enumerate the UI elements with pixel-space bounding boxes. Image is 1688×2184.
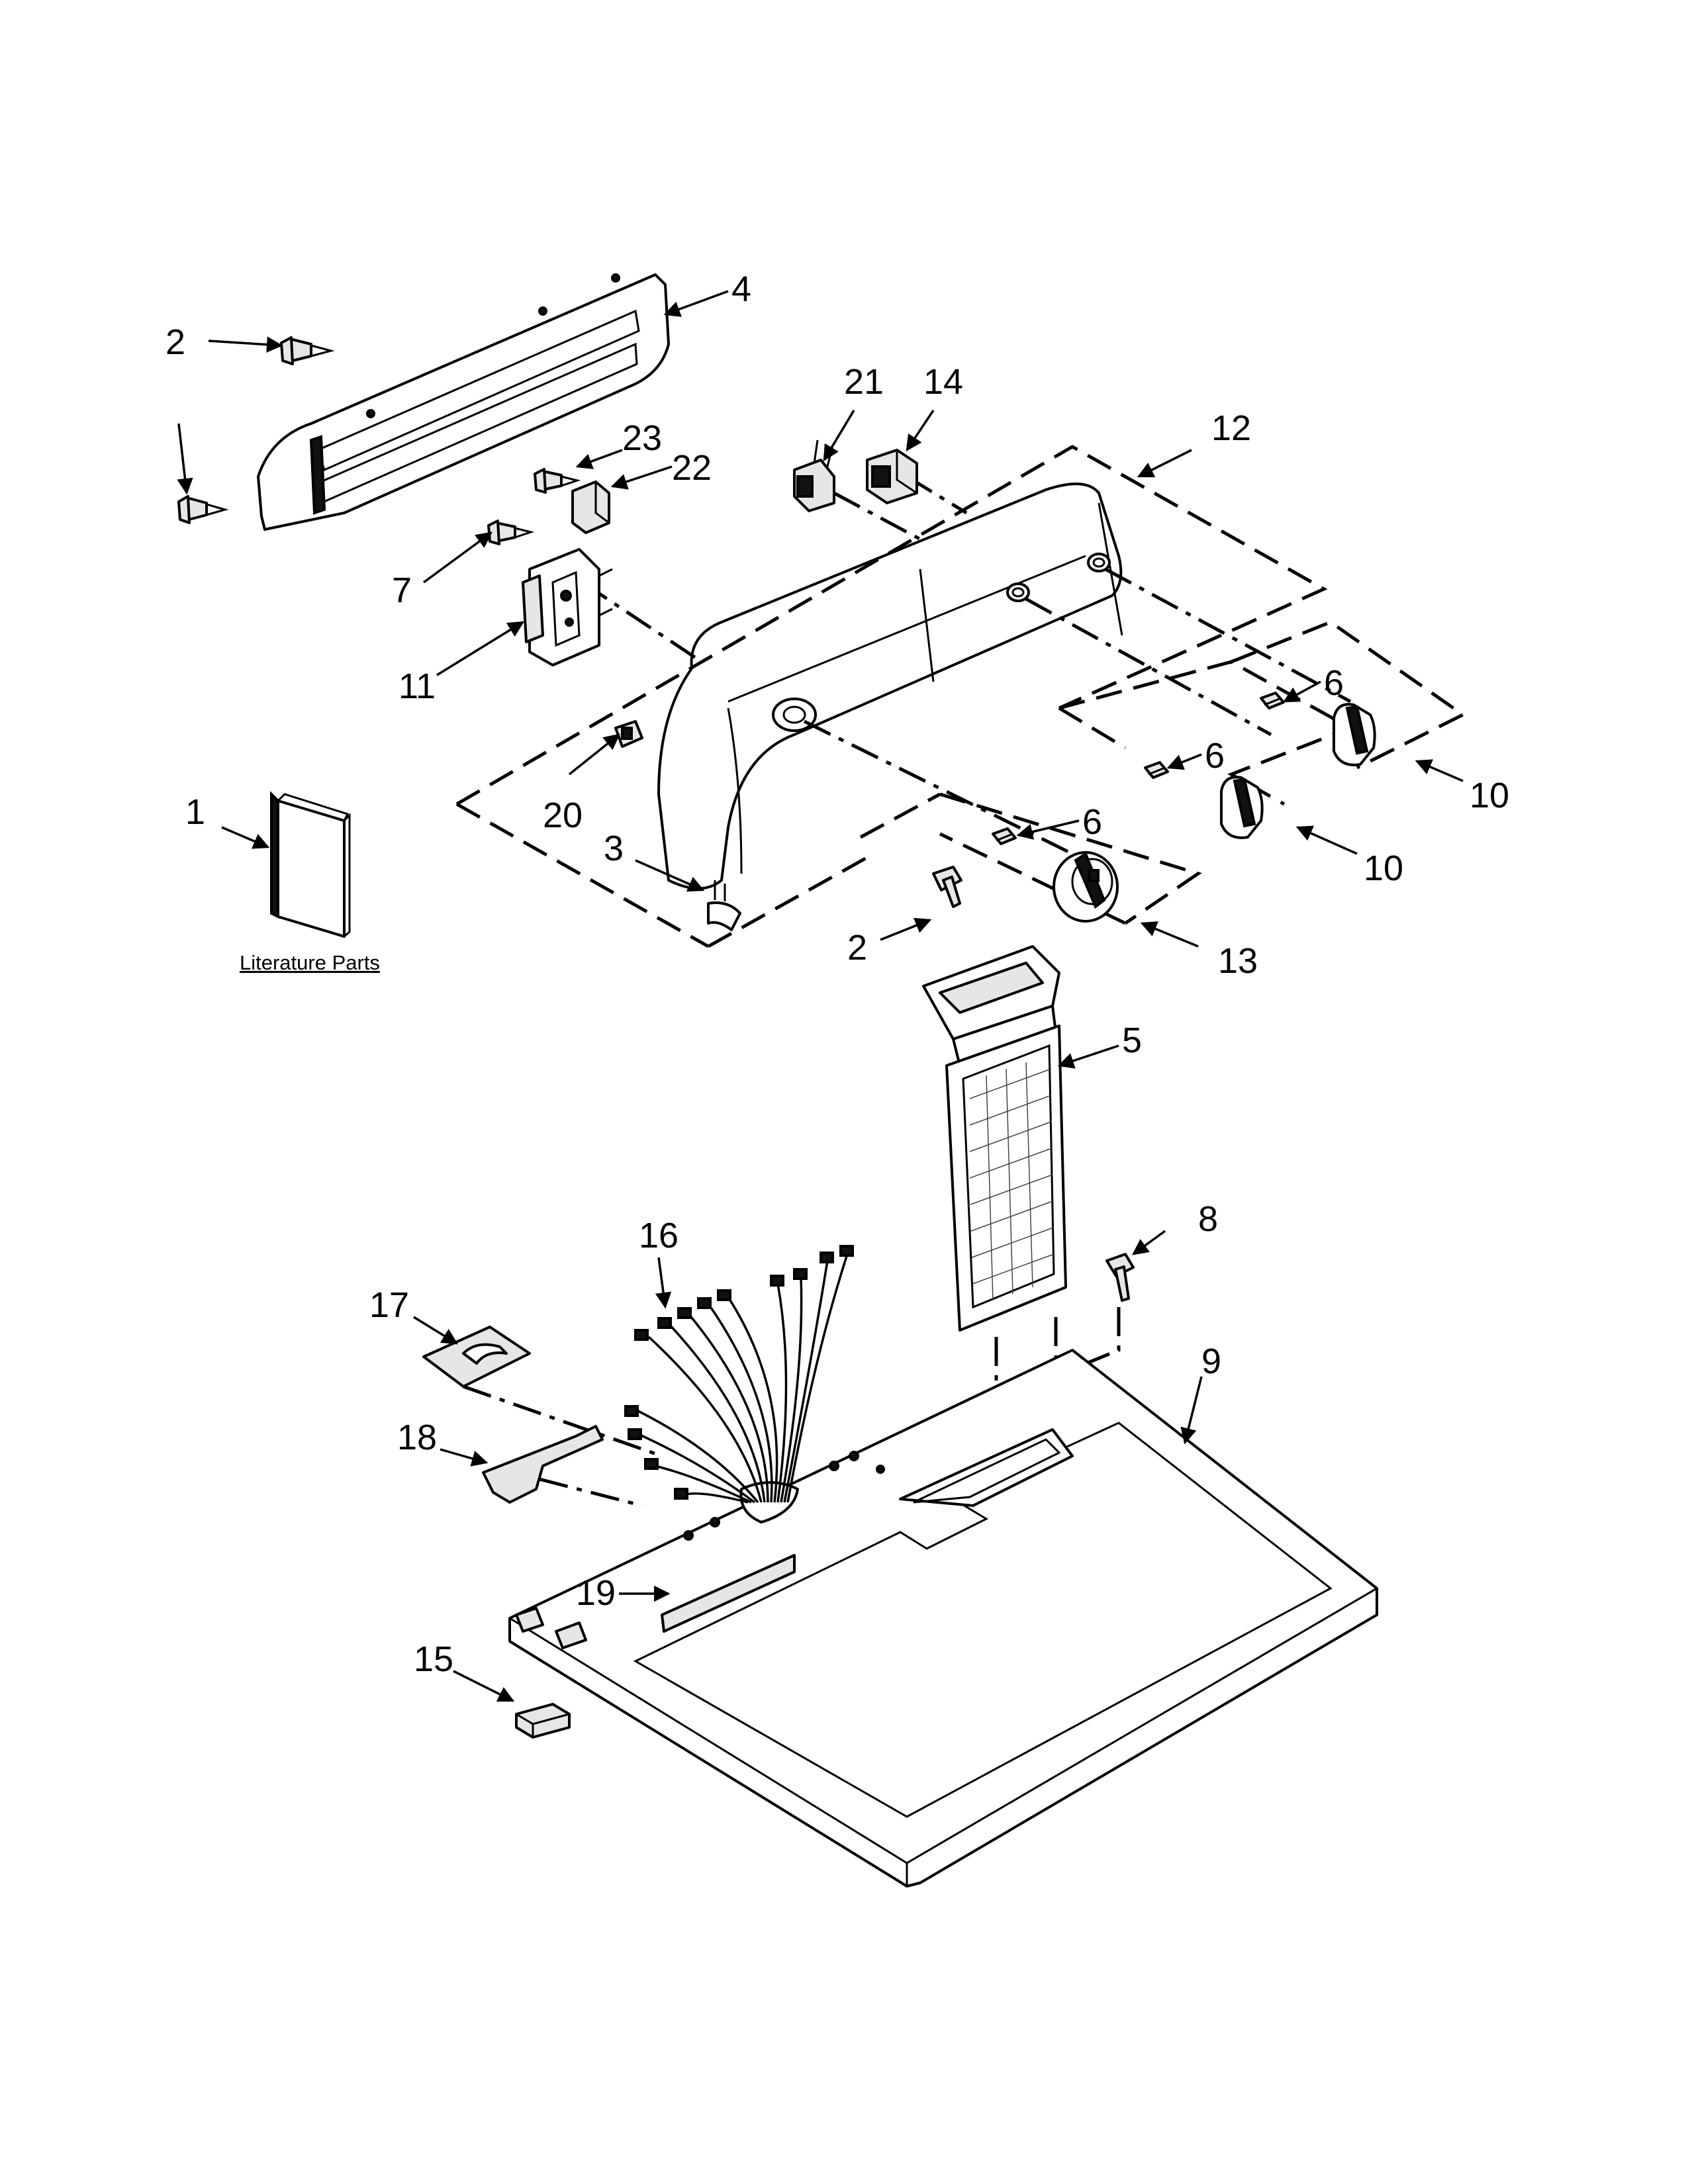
centerline-bracket bbox=[581, 580, 703, 664]
part-2-screw-upper bbox=[280, 336, 335, 365]
callout-3: 3 bbox=[604, 829, 624, 868]
callout-14: 14 bbox=[923, 362, 963, 402]
callout-22: 22 bbox=[672, 448, 712, 488]
part-4-rear-panel bbox=[257, 273, 670, 531]
callout-19: 19 bbox=[576, 1573, 616, 1613]
callout-6c: 6 bbox=[1082, 802, 1102, 842]
callout-6b: 6 bbox=[1205, 736, 1225, 776]
centerline-knob-3 bbox=[1104, 567, 1352, 704]
part-8-screw bbox=[1105, 1253, 1135, 1302]
part-7-screw bbox=[487, 520, 535, 545]
callout-5: 5 bbox=[1122, 1021, 1142, 1060]
callout-9: 9 bbox=[1201, 1342, 1221, 1381]
callout-16: 16 bbox=[639, 1216, 679, 1255]
part-15-pad bbox=[515, 1703, 571, 1739]
callout-15: 15 bbox=[414, 1639, 453, 1679]
centerline-17 bbox=[463, 1385, 663, 1458]
callout-6a: 6 bbox=[1324, 663, 1344, 703]
assembly-box-10b bbox=[1231, 620, 1466, 770]
callout-11: 11 bbox=[399, 666, 436, 706]
part-16-wire-harness bbox=[624, 1245, 854, 1504]
part-5-lint-filter bbox=[922, 945, 1067, 1332]
callout-10a: 10 bbox=[1470, 776, 1509, 815]
centerline-21 bbox=[833, 491, 928, 545]
literature-parts-label: Literature Parts bbox=[240, 951, 380, 974]
part-6-clip-b bbox=[1144, 761, 1169, 779]
callout-8: 8 bbox=[1198, 1199, 1218, 1239]
assembly-box-12 bbox=[455, 445, 1328, 806]
part-18-bracket bbox=[482, 1425, 604, 1504]
callout-2a: 2 bbox=[165, 322, 185, 362]
callout-23: 23 bbox=[622, 418, 662, 458]
callout-1: 1 bbox=[185, 792, 205, 832]
part-6-clip-a bbox=[992, 827, 1017, 845]
part-10-knob-b bbox=[1333, 703, 1376, 766]
part-17-bracket bbox=[422, 1326, 531, 1388]
part-22-clip bbox=[571, 480, 610, 534]
callout-18: 18 bbox=[397, 1418, 437, 1457]
part-2-screw-lower bbox=[177, 495, 229, 524]
part-2-screw-middle bbox=[932, 866, 962, 908]
leader-arrows bbox=[177, 290, 1464, 1702]
centerline-screw-8 bbox=[1044, 1307, 1121, 1443]
part-3-clip bbox=[707, 880, 741, 931]
part-14-switch bbox=[866, 449, 918, 504]
part-1-literature bbox=[270, 791, 351, 938]
part-10-knob-a bbox=[1220, 776, 1264, 839]
centerline-18 bbox=[539, 1477, 643, 1508]
callout-13: 13 bbox=[1218, 941, 1258, 981]
part-13-knob bbox=[1053, 851, 1119, 923]
callout-20: 20 bbox=[543, 796, 583, 835]
callout-4: 4 bbox=[731, 269, 751, 309]
callout-17: 17 bbox=[369, 1285, 409, 1325]
callout-21: 21 bbox=[844, 362, 884, 402]
centerline-knob-2 bbox=[1025, 597, 1272, 737]
part-20-clip bbox=[614, 720, 643, 748]
callout-labels: 4 2 21 14 12 23 22 7 11 6 6 6 10 10 1 20… bbox=[165, 269, 1509, 1679]
callout-10b: 10 bbox=[1364, 848, 1403, 888]
part-9-top-panel bbox=[508, 1349, 1378, 1888]
callout-7: 7 bbox=[392, 570, 412, 610]
part-11-timer-bracket bbox=[522, 548, 613, 666]
assembly-box-20 bbox=[455, 802, 875, 948]
centerline-knob-1 bbox=[803, 719, 1074, 856]
part-6-clip-c bbox=[1260, 692, 1285, 709]
callout-12: 12 bbox=[1211, 408, 1251, 448]
part-21-switch bbox=[793, 439, 835, 512]
assembly-box-13 bbox=[859, 792, 1202, 925]
callout-2b: 2 bbox=[847, 928, 867, 968]
part-23-screw bbox=[534, 468, 581, 494]
